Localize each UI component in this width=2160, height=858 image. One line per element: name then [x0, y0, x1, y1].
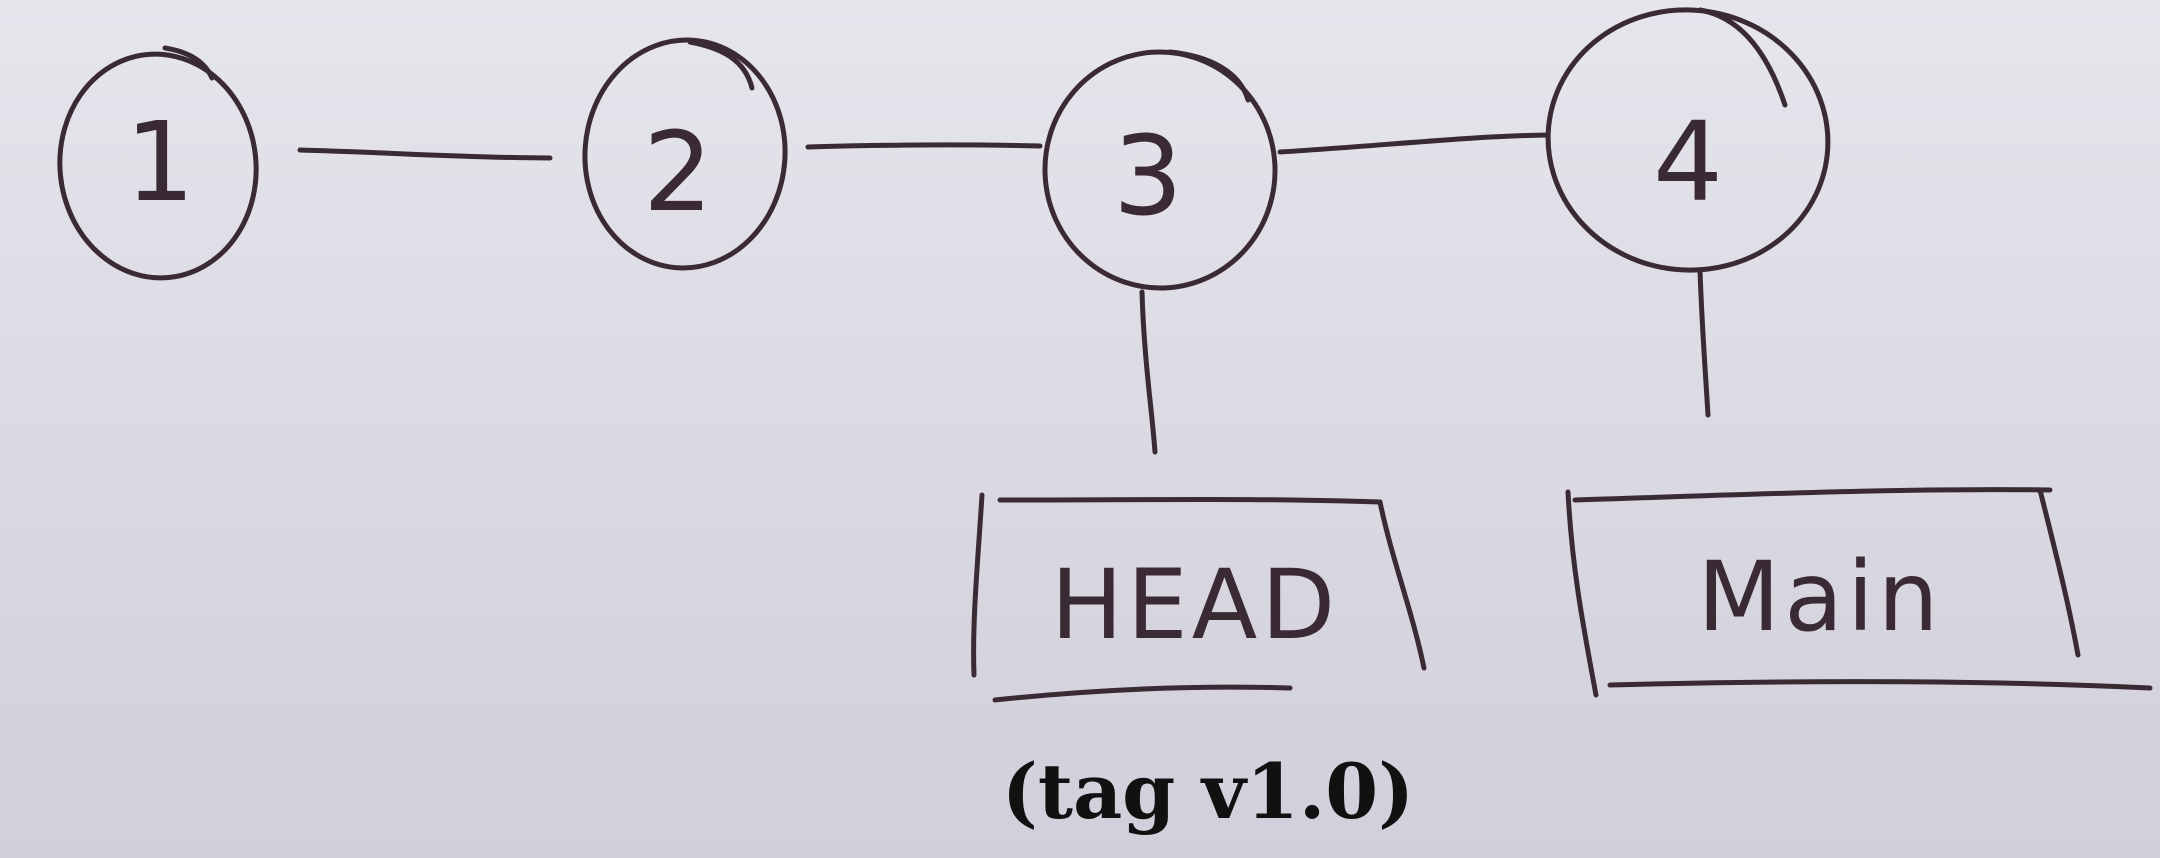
- commit-node-1: 1: [57, 45, 259, 281]
- edge-1-2: [297, 147, 553, 161]
- commit-label-4: 4: [1653, 98, 1723, 226]
- commit-node-2: 2: [582, 37, 788, 271]
- edge-2-3: [805, 142, 1043, 150]
- main-ref-label: Main: [1697, 541, 1942, 653]
- commit-label-2: 2: [643, 108, 713, 236]
- edge-3-4: [1277, 132, 1551, 155]
- head-ref-box: HEAD: [971, 492, 1427, 703]
- commit-label-3: 3: [1113, 112, 1183, 240]
- tag-caption: (tag v1.0): [1002, 747, 1414, 836]
- main-ref-box: Main: [1565, 487, 2153, 698]
- commit-node-4: 4: [1545, 7, 1831, 273]
- commit-label-1: 1: [125, 98, 195, 226]
- commit-edges: [297, 132, 1551, 161]
- head-ref-label: HEAD: [1051, 549, 1339, 661]
- head-pointer-line: [1139, 289, 1158, 455]
- commit-node-3: 3: [1042, 49, 1278, 291]
- main-pointer-line: [1697, 267, 1711, 418]
